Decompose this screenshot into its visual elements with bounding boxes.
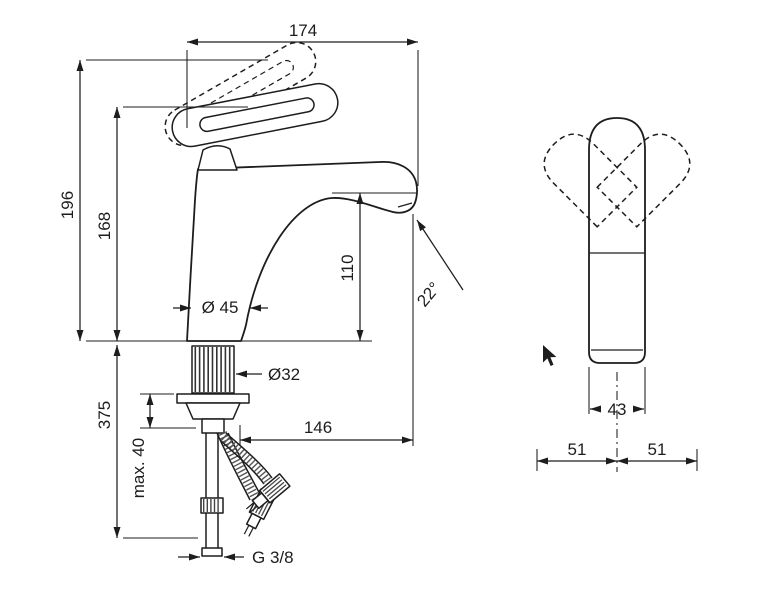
dim-375: 375 [95,345,198,539]
dim-text-shaft-diameter: Ø32 [268,365,300,384]
dim-174: 174 [186,21,419,186]
dim-text-max-mounting-thickness: max. 40 [129,438,148,498]
dim-text-swing-left: 51 [568,440,587,459]
handle-post [197,145,238,171]
dim-51-right: 51 [617,440,698,471]
dim-196: 196 [58,59,268,341]
connection-pipe [200,433,224,557]
dim-text-spout-height: 110 [338,254,357,281]
dim-text-length-overall: 174 [289,21,317,40]
dim-text-body-width: 43 [608,400,627,419]
cursor-pointer-icon [543,345,557,366]
faucet-body-outline [186,161,418,342]
handle-swing-left-dashed [543,133,638,228]
flexible-hoses [216,431,291,537]
dim-text-connection-thread: G 3/8 [252,548,294,567]
dim-body-diameter: Ø 45 [173,298,268,317]
dim-146: 146 [239,214,414,446]
dim-text-hose-length: 375 [95,401,114,429]
dim-text-spout-reach: 146 [304,418,332,437]
dim-text-spout-angle: 22° [413,279,444,311]
threaded-shaft [191,345,235,394]
dim-shaft-diameter: Ø32 [236,365,300,384]
aerator-line [397,202,413,208]
dim-max-40: max. 40 [129,393,196,498]
dim-text-swing-right: 51 [648,440,667,459]
dim-thread: G 3/8 [178,548,294,567]
dim-text-body-diameter: Ø 45 [202,298,239,317]
hose-fitting [245,473,291,514]
front-body-outline [588,117,646,364]
dim-text-height-to-handle: 168 [95,212,114,240]
faucet-front-view [543,117,691,472]
dim-168: 168 [95,106,248,341]
dim-text-height-overall: 196 [58,191,77,219]
dim-22deg: 22° [413,219,464,311]
dim-51-left: 51 [536,440,617,471]
handle-rest-position [171,82,339,148]
faucet-side-view [86,41,418,557]
dim-43: 43 [588,367,646,419]
handle-swing-right-dashed [596,133,691,228]
dim-110: 110 [332,192,416,341]
mounting-hardware [176,393,250,434]
